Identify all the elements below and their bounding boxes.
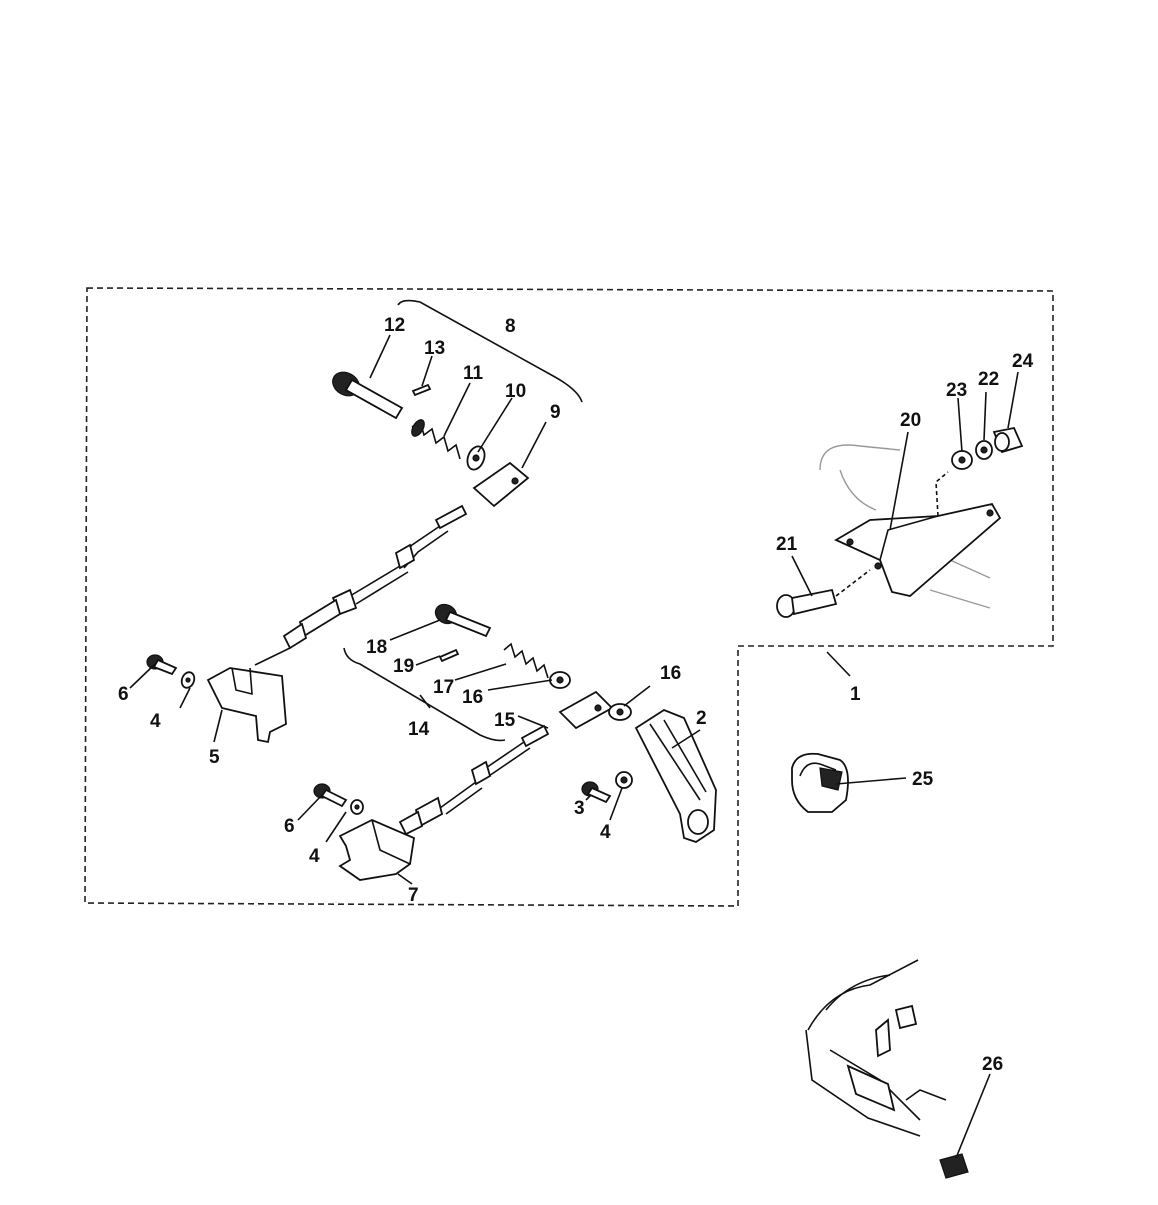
callout-16-b: 16 bbox=[660, 663, 681, 684]
callout-26: 26 bbox=[982, 1054, 1003, 1075]
callout-16-a: 16 bbox=[462, 687, 483, 708]
callout-2: 2 bbox=[696, 708, 707, 729]
callout-1: 1 bbox=[850, 684, 861, 705]
callout-11: 11 bbox=[463, 363, 484, 384]
callout-22: 22 bbox=[978, 369, 999, 390]
callout-15: 15 bbox=[494, 710, 516, 731]
bracket-7 bbox=[338, 819, 415, 881]
callout-7: 7 bbox=[408, 885, 419, 906]
callout-9: 9 bbox=[550, 402, 561, 423]
washer-23 bbox=[951, 450, 973, 470]
washer-22 bbox=[975, 440, 993, 460]
callout-25: 25 bbox=[912, 769, 934, 790]
callout-21: 21 bbox=[776, 534, 798, 555]
spring-17 bbox=[503, 642, 549, 679]
screw-6-lower bbox=[313, 783, 348, 808]
knob-pin-18 bbox=[434, 603, 492, 638]
callout-14: 14 bbox=[408, 719, 430, 740]
cap-26 bbox=[939, 1153, 969, 1179]
callout-3: 3 bbox=[574, 798, 585, 819]
bolt-21 bbox=[776, 569, 871, 618]
roll-pin-13 bbox=[411, 383, 432, 397]
callout-12: 12 bbox=[384, 315, 405, 336]
callout-5: 5 bbox=[209, 747, 220, 768]
callout-8: 8 bbox=[505, 316, 516, 337]
callout-4-left: 4 bbox=[150, 711, 161, 732]
callout-4-right: 4 bbox=[600, 822, 611, 843]
clevis-9 bbox=[472, 461, 530, 508]
washer-16-a bbox=[549, 671, 571, 689]
subassembly-8-bracket bbox=[397, 299, 583, 403]
washer-10 bbox=[466, 445, 486, 471]
washer-4-lower bbox=[350, 799, 364, 815]
assembly-boundary bbox=[84, 287, 1054, 907]
washer-4-left bbox=[180, 671, 196, 689]
spring-11 bbox=[411, 419, 461, 460]
callout-24: 24 bbox=[1012, 351, 1034, 372]
callout-4-lower: 4 bbox=[309, 846, 320, 867]
callout-6-lower: 6 bbox=[284, 816, 295, 837]
callout-6-left: 6 bbox=[118, 684, 129, 705]
subassembly-14-bracket bbox=[343, 647, 506, 742]
washer-4-right bbox=[615, 771, 633, 789]
cable-lower bbox=[398, 724, 550, 836]
callout-20: 20 bbox=[900, 410, 921, 431]
screw-6-left bbox=[146, 654, 178, 676]
callout-19: 19 bbox=[393, 656, 414, 677]
callout-13: 13 bbox=[424, 338, 445, 359]
machine-base-view bbox=[805, 959, 947, 1137]
cable-upper bbox=[254, 504, 468, 666]
background-outline bbox=[819, 444, 991, 609]
roll-pin-19 bbox=[438, 648, 460, 663]
callout-10: 10 bbox=[505, 381, 526, 402]
lever-2 bbox=[634, 708, 717, 843]
washer-16-b bbox=[608, 703, 632, 721]
callout-23: 23 bbox=[946, 380, 967, 401]
nut-24 bbox=[992, 426, 1024, 454]
callout-18: 18 bbox=[366, 637, 387, 658]
bracket-5 bbox=[206, 667, 287, 744]
clevis-15 bbox=[558, 690, 614, 730]
knob-pin-12 bbox=[332, 371, 404, 420]
callout-17: 17 bbox=[433, 677, 454, 698]
leader-lines bbox=[129, 334, 1019, 1159]
bracket-20 bbox=[834, 471, 1002, 597]
screw-3 bbox=[581, 781, 612, 804]
